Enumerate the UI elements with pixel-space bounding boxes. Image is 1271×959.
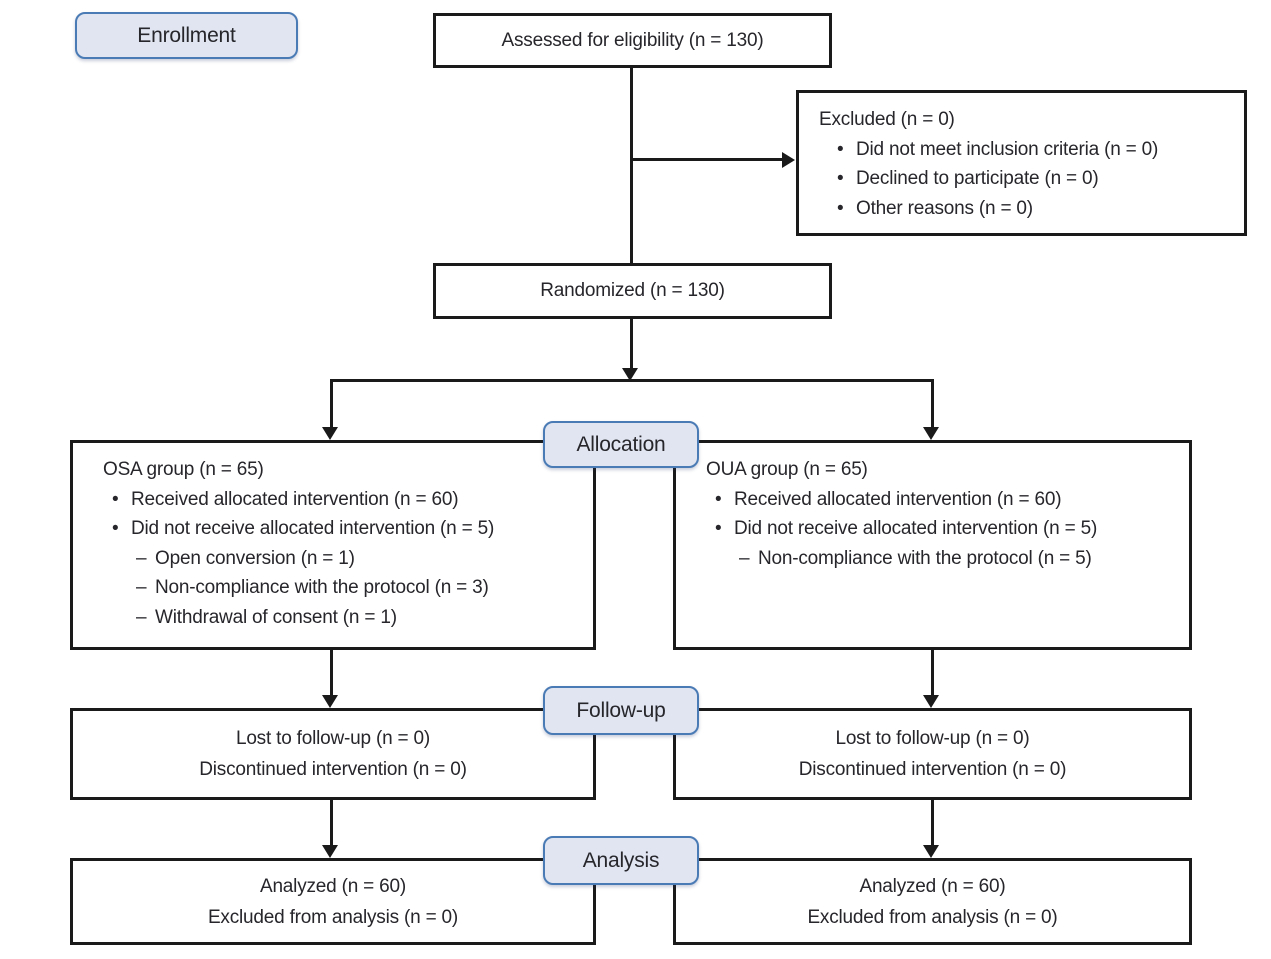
bullet-marker: •	[112, 518, 119, 539]
osa-group-item: • Did not receive allocated intervention…	[73, 514, 593, 544]
excluded-box: Excluded (n = 0) • Did not meet inclusio…	[796, 90, 1247, 236]
osa-group-subitem: – Withdrawal of consent (n = 1)	[73, 603, 593, 633]
arrowhead-followup-right-icon	[923, 695, 939, 708]
arrowhead-analysis-right-icon	[923, 845, 939, 858]
stage-label-followup-text: Follow-up	[576, 698, 666, 722]
oua-group-subitem: – Non-compliance with the protocol (n = …	[676, 544, 1189, 574]
excluded-item: • Did not meet inclusion criteria (n = 0…	[799, 135, 1244, 165]
followup-right-box: Lost to follow-up (n = 0) Discontinued i…	[673, 708, 1192, 800]
connector-assessed-to-randomized	[630, 68, 633, 263]
dash-marker: –	[136, 577, 147, 598]
assessed-text: Assessed for eligibility (n = 130)	[501, 29, 764, 51]
connector-branch-left	[330, 379, 333, 427]
bullet-marker: •	[837, 197, 844, 219]
connector-followup-to-analysis-right	[931, 800, 934, 845]
assessed-box: Assessed for eligibility (n = 130)	[433, 13, 832, 68]
stage-label-enrollment-text: Enrollment	[137, 23, 236, 47]
excluded-title: Excluded (n = 0)	[819, 109, 955, 130]
analysis-right-box: Analyzed (n = 60) Excluded from analysis…	[673, 858, 1192, 945]
connector-osa-to-followup	[330, 650, 333, 695]
oua-group-title: OUA group (n = 65)	[706, 459, 868, 480]
bullet-marker: •	[837, 138, 844, 160]
osa-group-title: OSA group (n = 65)	[103, 459, 264, 480]
stage-label-analysis-text: Analysis	[582, 848, 660, 872]
connector-to-excluded	[632, 158, 783, 161]
osa-group-box: OSA group (n = 65) • Received allocated …	[70, 440, 596, 650]
dash-marker: –	[739, 547, 750, 569]
analysis-left-box: Analyzed (n = 60) Excluded from analysis…	[70, 858, 596, 945]
dash-marker: –	[136, 547, 147, 569]
oua-group-box: OUA group (n = 65) • Received allocated …	[673, 440, 1192, 650]
bullet-marker: •	[715, 488, 722, 510]
stage-label-analysis: Analysis	[543, 836, 699, 885]
bullet-marker: •	[837, 168, 844, 189]
oua-group-item: • Received allocated intervention (n = 6…	[676, 485, 1189, 515]
connector-oua-to-followup	[931, 650, 934, 695]
dash-marker: –	[136, 606, 147, 628]
osa-group-subitem: – Non-compliance with the protocol (n = …	[73, 573, 593, 603]
bullet-marker: •	[715, 518, 722, 539]
excluded-item: • Other reasons (n = 0)	[799, 194, 1244, 224]
connector-followup-to-analysis-left	[330, 800, 333, 845]
connector-branch-right	[931, 379, 934, 427]
randomized-text: Randomized (n = 130)	[540, 280, 725, 301]
excluded-item: • Declined to participate (n = 0)	[799, 164, 1244, 194]
arrowhead-branch-icon	[622, 368, 638, 381]
followup-left-box: Lost to follow-up (n = 0) Discontinued i…	[70, 708, 596, 800]
stage-label-allocation-text: Allocation	[576, 432, 666, 456]
oua-group-item: • Did not receive allocated intervention…	[676, 514, 1189, 544]
osa-group-subitem: – Open conversion (n = 1)	[73, 544, 593, 574]
connector-branch-horizontal	[330, 379, 934, 382]
osa-group-item: • Received allocated intervention (n = 6…	[73, 485, 593, 515]
connector-randomized-to-branch	[630, 319, 633, 369]
arrowhead-oua-icon	[923, 427, 939, 440]
arrowhead-excluded-icon	[782, 152, 795, 168]
arrowhead-analysis-left-icon	[322, 845, 338, 858]
stage-label-allocation: Allocation	[543, 421, 699, 468]
arrowhead-followup-left-icon	[322, 695, 338, 708]
stage-label-enrollment: Enrollment	[75, 12, 298, 59]
randomized-box: Randomized (n = 130)	[433, 263, 832, 319]
stage-label-followup: Follow-up	[543, 686, 699, 735]
arrowhead-osa-icon	[322, 427, 338, 440]
bullet-marker: •	[112, 488, 119, 510]
